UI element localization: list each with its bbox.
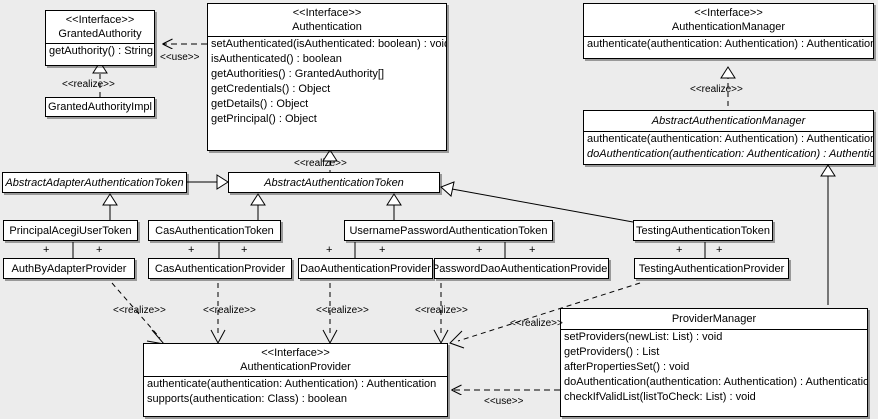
class-name: AbstractAuthenticationManager (651, 115, 806, 127)
operation-row: doAuthentication(authentication: Authent… (564, 376, 868, 388)
class-dao-authentication-provider[interactable]: DaoAuthenticationProvider (298, 258, 433, 279)
class-name: Authentication (292, 21, 362, 33)
class-name: TestingAuthenticationProvider (638, 262, 785, 275)
operation-row: afterPropertiesSet() : void (564, 361, 690, 373)
operation-row: setProviders(newList: List) : void (564, 331, 723, 343)
operation-row: getAuthority() : String (49, 45, 153, 57)
class-header: ProviderManager (561, 309, 867, 329)
association-marker-plus: + (43, 244, 50, 256)
class-abstract-adapter-authentication-token[interactable]: AbstractAdapterAuthenticationToken (2, 172, 187, 193)
operation-row: doAuthentication(authentication: Authent… (587, 148, 874, 160)
class-granted-authority-impl[interactable]: GrantedAuthorityImpl (45, 97, 155, 117)
operations-compartment: setAuthenticated(isAuthenticated: boolea… (208, 36, 446, 127)
edge-label-realize-auth-by-adapter-provider: <<realize>> (113, 305, 166, 316)
operation-row: getAuthorities() : GrantedAuthority[] (211, 68, 385, 80)
association-marker-plus: + (529, 244, 536, 256)
class-provider-manager[interactable]: ProviderManager setProviders(newList: Li… (560, 308, 868, 417)
class-name: AbstractAuthenticationToken (264, 176, 404, 189)
operation-row: authenticate(authentication: Authenticat… (587, 38, 874, 50)
operation-row: authenticate(authentication: Authenticat… (147, 378, 437, 390)
class-cas-authentication-token[interactable]: CasAuthenticationToken (148, 220, 281, 241)
class-name: AbstractAdapterAuthenticationToken (5, 176, 184, 189)
association-marker-plus: + (241, 244, 248, 256)
association-marker-plus: + (188, 244, 195, 256)
class-principal-acegi-user-token[interactable]: PrincipalAcegiUserToken (3, 220, 138, 241)
class-auth-by-adapter-provider[interactable]: AuthByAdapterProvider (3, 258, 135, 279)
class-name: ProviderManager (671, 313, 757, 325)
edge-label-realize-granted-authority-impl: <<realize>> (62, 79, 115, 90)
class-name: AuthenticationManager (671, 21, 786, 33)
class-authentication[interactable]: <<Interface>> Authentication setAuthenti… (207, 3, 447, 151)
association-marker-plus: + (326, 244, 333, 256)
edge-label-realize-abstract-authentication-token: <<realize>> (294, 158, 347, 169)
operation-row: checkIfValidList(listToCheck: List) : vo… (564, 391, 756, 403)
operations-compartment: getAuthority() : String (46, 43, 154, 59)
class-authentication-provider[interactable]: <<Interface>> AuthenticationProvider aut… (143, 343, 448, 417)
operation-row: supports(authentication: Class) : boolea… (147, 393, 347, 405)
association-marker-plus: + (96, 244, 103, 256)
association-marker-plus: + (716, 244, 723, 256)
class-header: <<Interface>> GrantedAuthority (46, 11, 154, 43)
class-abstract-authentication-manager[interactable]: AbstractAuthenticationManager authentica… (583, 110, 874, 165)
operations-compartment: authenticate(authentication: Authenticat… (584, 36, 873, 52)
class-header: <<Interface>> AuthenticationProvider (144, 344, 447, 376)
class-header: <<Interface>> Authentication (208, 4, 446, 36)
edge-label-realize-cas-provider: <<realize>> (203, 305, 256, 316)
class-name: AuthByAdapterProvider (11, 262, 127, 275)
class-name: CasAuthenticationProvider (154, 262, 286, 275)
association-marker-plus: + (476, 244, 483, 256)
operations-compartment: authenticate(authentication: Authenticat… (584, 131, 873, 162)
association-marker-plus: + (676, 244, 683, 256)
class-name: GrantedAuthorityImpl (48, 101, 152, 113)
class-password-dao-authentication-provider[interactable]: PasswordDaoAuthenticationProvider (434, 258, 609, 279)
class-cas-authentication-provider[interactable]: CasAuthenticationProvider (148, 258, 292, 279)
class-name: TestingAuthenticationToken (636, 224, 770, 237)
class-testing-authentication-provider[interactable]: TestingAuthenticationProvider (634, 258, 789, 279)
edge-label-use-granted-authority: <<use>> (160, 52, 200, 63)
class-name: GrantedAuthority (58, 28, 142, 40)
operation-row: getProviders() : List (564, 346, 660, 358)
class-name: PasswordDaoAuthenticationProvider (434, 262, 609, 275)
stereotype-label: <<Interface>> (65, 14, 135, 26)
class-header: <<Interface>> AuthenticationManager (584, 4, 873, 36)
class-name: PrincipalAcegiUserToken (9, 224, 132, 237)
class-header: AbstractAuthenticationManager (584, 111, 873, 131)
operations-compartment: authenticate(authentication: Authenticat… (144, 376, 447, 407)
operation-row: setAuthenticated(isAuthenticated: boolea… (211, 38, 447, 50)
class-username-password-authentication-token[interactable]: UsernamePasswordAuthenticationToken (344, 220, 553, 241)
operation-row: getDetails() : Object (211, 98, 309, 110)
class-name: UsernamePasswordAuthenticationToken (349, 224, 548, 237)
class-authentication-manager[interactable]: <<Interface>> AuthenticationManager auth… (583, 3, 874, 59)
edge-label-realize-abstract-authentication-manager: <<realize>> (690, 84, 743, 95)
class-abstract-authentication-token[interactable]: AbstractAuthenticationToken (228, 172, 440, 193)
class-granted-authority[interactable]: <<Interface>> GrantedAuthority getAuthor… (45, 10, 155, 66)
stereotype-label: <<Interface>> (261, 347, 330, 359)
class-name: DaoAuthenticationProvider (300, 262, 431, 275)
class-name: AuthenticationProvider (240, 361, 351, 373)
edge-label-realize-password-dao-provider: <<realize>> (415, 305, 468, 316)
stereotype-label: <<Interface>> (694, 7, 763, 19)
operation-row: authenticate(authentication: Authenticat… (587, 133, 874, 145)
operation-row: isAuthenticated() : boolean (211, 53, 342, 65)
association-marker-plus: + (379, 244, 386, 256)
class-name: CasAuthenticationToken (155, 224, 274, 237)
operation-row: getCredentials() : Object (211, 83, 331, 95)
edge-label-use-provider-manager: <<use>> (484, 396, 524, 407)
operation-row: getPrincipal() : Object (211, 113, 317, 125)
edge-label-realize-testing-provider: <<realize>> (510, 318, 563, 329)
edge-label-realize-dao-provider: <<realize>> (316, 305, 369, 316)
operations-compartment: setProviders(newList: List) : void getPr… (561, 329, 867, 405)
class-testing-authentication-token[interactable]: TestingAuthenticationToken (633, 220, 773, 241)
stereotype-label: <<Interface>> (292, 7, 362, 19)
